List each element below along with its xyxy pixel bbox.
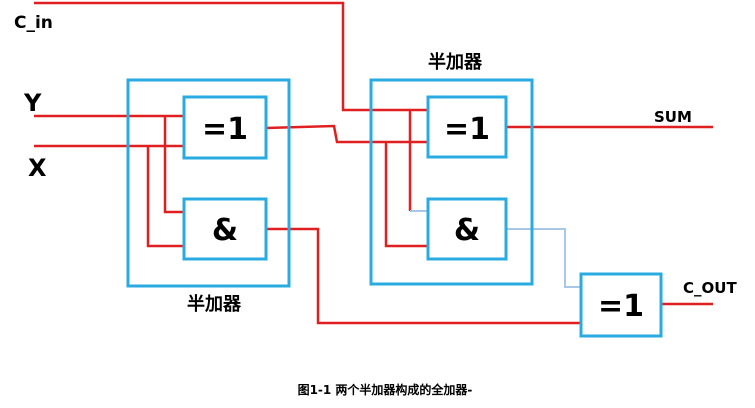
carry-gate-symbol: =1 bbox=[598, 289, 644, 324]
wire-y-branch bbox=[163, 116, 184, 214]
half-adder-2-title: 半加器 bbox=[428, 51, 483, 73]
and-gate-2 bbox=[426, 197, 508, 261]
wire-ha1-carry bbox=[266, 227, 581, 325]
wire-ha2-carry bbox=[506, 228, 581, 288]
xor-gate-1 bbox=[182, 95, 268, 160]
half-adder-2: =1 & 半加器 bbox=[369, 51, 534, 286]
label-sum: SUM bbox=[654, 108, 692, 126]
carry-wires bbox=[410, 210, 581, 288]
figure-caption: 图1-1 两个半加器构成的全加器- bbox=[298, 382, 473, 397]
label-c-in: C_in bbox=[14, 13, 53, 33]
label-x: X bbox=[28, 154, 47, 182]
carry-gate: =1 bbox=[579, 272, 663, 338]
half-adder-1-title: 半加器 bbox=[187, 293, 242, 315]
half-adder-1-box bbox=[126, 78, 291, 288]
wire-x-branch bbox=[146, 146, 184, 248]
and-gate-1 bbox=[182, 197, 268, 261]
wire-c-in bbox=[34, 1, 428, 112]
xor-gate-2 bbox=[426, 95, 508, 159]
half-adder-2-box bbox=[369, 78, 534, 286]
label-y: Y bbox=[23, 89, 42, 117]
xor-gate-2-symbol: =1 bbox=[444, 112, 490, 147]
carry-gate-box bbox=[579, 272, 663, 338]
wire-ha1-sum-branch bbox=[384, 142, 428, 248]
and-gate-1-symbol: & bbox=[212, 213, 238, 248]
label-c-out: C_OUT bbox=[683, 279, 737, 297]
half-adder-1: =1 & 半加器 bbox=[126, 78, 291, 315]
wires bbox=[34, 1, 713, 325]
xor-gate-1-symbol: =1 bbox=[202, 112, 248, 147]
and-gate-2-symbol: & bbox=[454, 213, 480, 248]
wire-ha1-sum bbox=[265, 124, 428, 144]
